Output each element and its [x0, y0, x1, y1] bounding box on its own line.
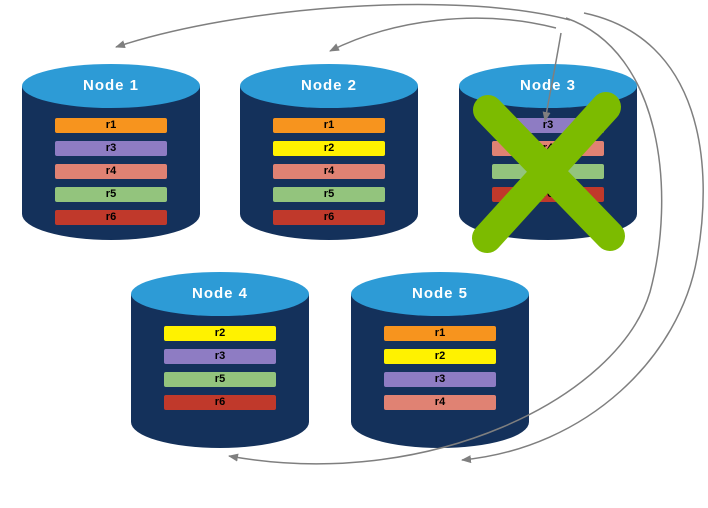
record-row: r2 — [164, 326, 276, 341]
record-row: r3 — [55, 141, 167, 156]
node-1: Node 1 r1 r3 r4 r5 r6 — [22, 64, 200, 240]
record-row: r5 — [492, 164, 604, 179]
record-row: r3 — [384, 372, 496, 387]
record-row: r4 — [273, 164, 385, 179]
arrow-to-node-2 — [329, 17, 557, 52]
record-rows: r1 r2 r4 r5 r6 — [240, 118, 418, 225]
node-title: Node 4 — [191, 285, 248, 302]
record-row: r4 — [492, 141, 604, 156]
record-row: r4 — [384, 395, 496, 410]
node-4: Node 4 r2 r3 r5 r6 — [131, 272, 309, 448]
record-rows: r1 r2 r3 r4 — [351, 326, 529, 410]
record-rows: r2 r3 r5 r6 — [131, 326, 309, 410]
cylinder-top — [22, 64, 200, 108]
node-title: Node 1 — [82, 77, 139, 94]
record-row: r1 — [384, 326, 496, 341]
record-rows: r1 r3 r4 r5 r6 — [22, 118, 200, 225]
record-row: r2 — [273, 141, 385, 156]
node-title: Node 5 — [411, 285, 468, 302]
record-row: r1 — [273, 118, 385, 133]
record-row: r3 — [492, 118, 604, 133]
record-row: r4 — [55, 164, 167, 179]
record-row: r3 — [164, 349, 276, 364]
record-row: r1 — [55, 118, 167, 133]
record-row: r6 — [164, 395, 276, 410]
node-2: Node 2 r1 r2 r4 r5 r6 — [240, 64, 418, 240]
record-row: r2 — [384, 349, 496, 364]
record-row: r5 — [55, 187, 167, 202]
record-row: r6 — [273, 210, 385, 225]
node-title: Node 2 — [300, 77, 357, 94]
record-row: r5 — [273, 187, 385, 202]
node-title: Node 3 — [519, 77, 576, 94]
node-5: Node 5 r1 r2 r3 r4 — [351, 272, 529, 448]
record-row: r6 — [492, 187, 604, 202]
record-rows: r3 r4 r5 r6 — [459, 118, 637, 202]
arrow-to-node-1 — [115, 3, 571, 48]
record-row: r5 — [164, 372, 276, 387]
node-3: Node 3 r3 r4 r5 r6 — [459, 64, 637, 240]
record-row: r6 — [55, 210, 167, 225]
